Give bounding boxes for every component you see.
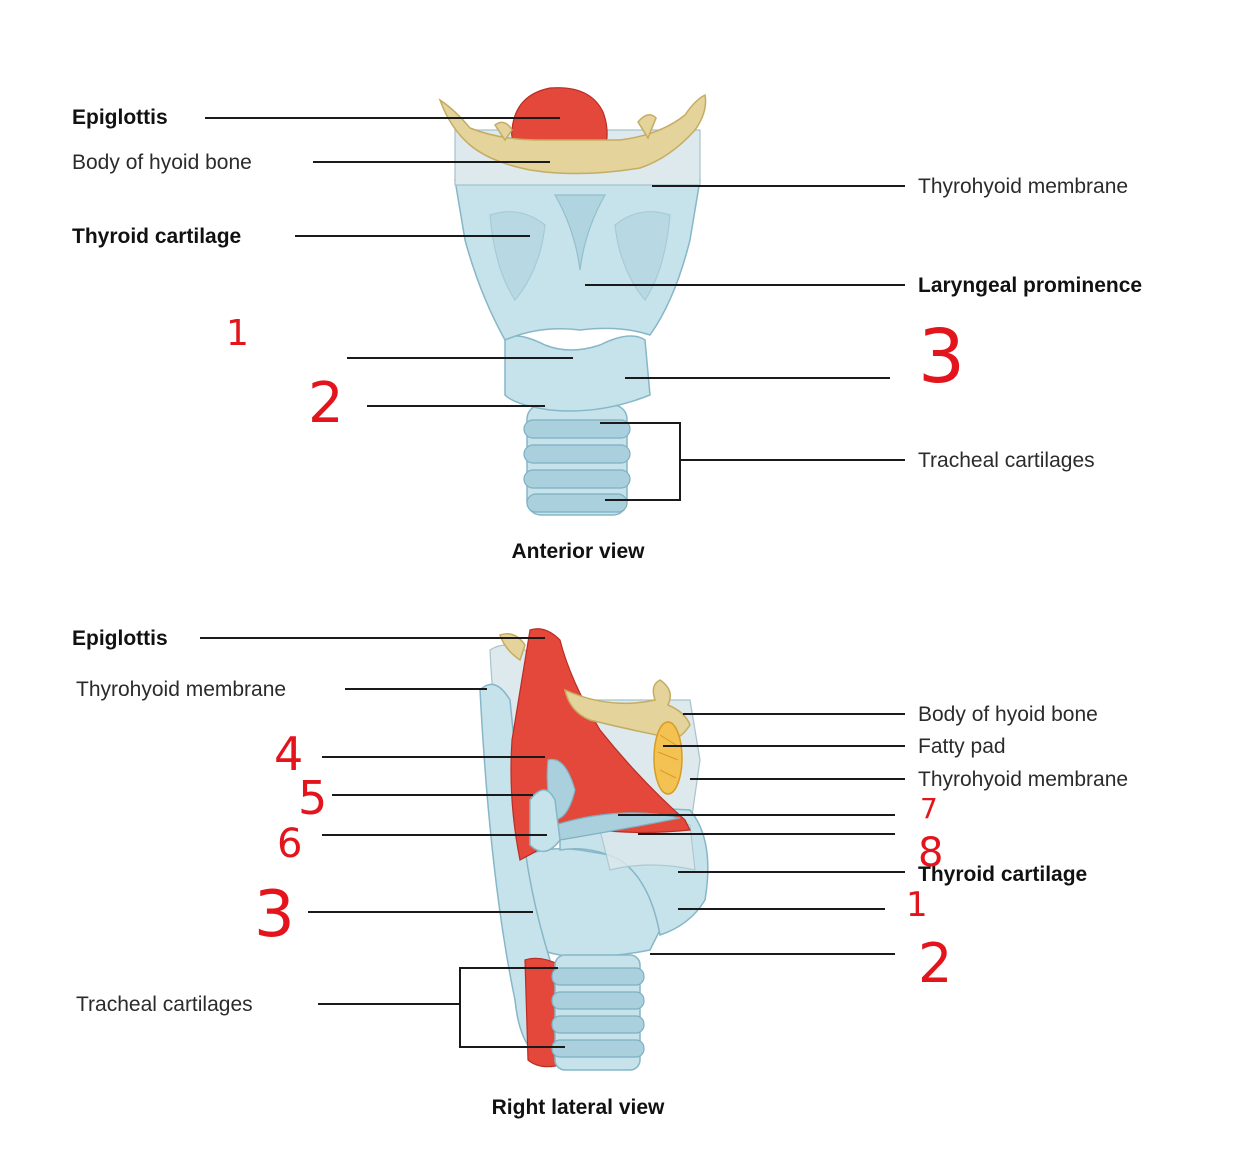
handwritten-number: 8 — [918, 830, 943, 876]
anterior-thyroid — [454, 179, 701, 341]
anterior-caption: Anterior view — [511, 540, 645, 563]
handwritten-number: 7 — [920, 792, 938, 825]
anterior-thyrohyoid-label: Thyrohyoid membrane — [918, 175, 1128, 198]
lateral-epiglottis-label: Epiglottis — [72, 627, 168, 650]
anterior-prominence-label: Laryngeal prominence — [918, 274, 1142, 297]
lateral-hyoid-label: Body of hyoid bone — [918, 703, 1098, 726]
handwritten-number: 1 — [226, 313, 249, 354]
handwritten-number: 3 — [254, 878, 295, 952]
lateral-hyoid — [563, 679, 691, 739]
handwritten-number: 1 — [906, 885, 928, 925]
anterior-trachea — [523, 404, 631, 516]
lateral-leader-lines — [200, 637, 905, 1048]
lateral-illustration — [479, 628, 709, 1071]
anterior-hyoid-label: Body of hyoid bone — [72, 151, 252, 174]
handwritten-number: 4 — [274, 727, 303, 781]
handwritten-number: 5 — [298, 771, 327, 825]
lateral-thyroid-label: Thyroid cartilage — [918, 863, 1087, 886]
anterior-cricoid — [504, 335, 651, 412]
lateral-thyrohyoid-left-label: Thyrohyoid membrane — [76, 678, 286, 701]
handwritten-number: 2 — [308, 371, 344, 436]
anterior-epiglottis-label: Epiglottis — [72, 106, 168, 129]
anterior-thyroid-label: Thyroid cartilage — [72, 225, 241, 248]
handwritten-number: 3 — [918, 314, 965, 400]
handwritten-number: 6 — [277, 821, 302, 867]
anterior-illustration — [438, 87, 707, 516]
lateral-trachea — [551, 954, 645, 1071]
anterior-leader-lines — [205, 117, 905, 501]
lateral-caption: Right lateral view — [492, 1096, 665, 1119]
lateral-fatty-pad-label: Fatty pad — [918, 735, 1006, 758]
lateral-fatty-pad — [653, 721, 683, 795]
anterior-tracheal-label: Tracheal cartilages — [918, 449, 1095, 472]
handwritten-number: 2 — [918, 932, 952, 995]
lateral-tracheal-label: Tracheal cartilages — [76, 993, 253, 1016]
lateral-thyrohyoid-right-label: Thyrohyoid membrane — [918, 768, 1128, 791]
